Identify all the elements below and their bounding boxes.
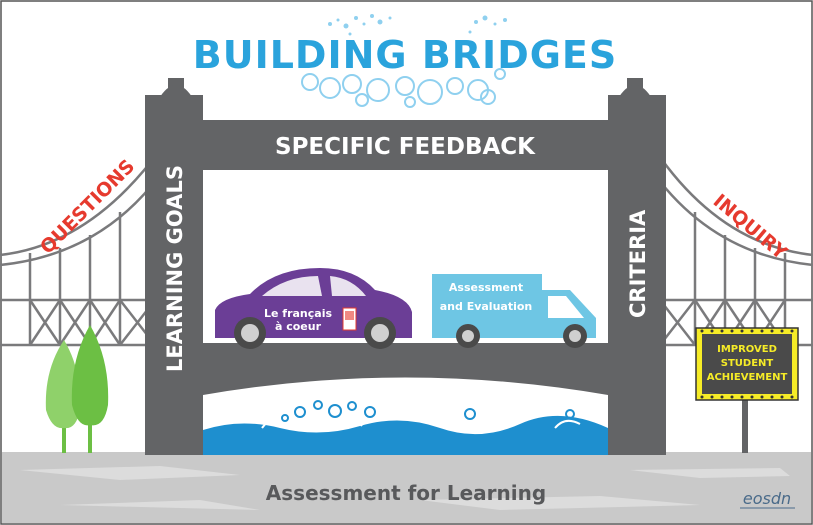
logo-text: eosdn	[743, 489, 791, 508]
sign-text-line1: IMPROVED	[717, 344, 777, 355]
left-tower-label: LEARNING GOALS	[163, 165, 187, 372]
title-dots	[328, 14, 507, 36]
right-tower-label: CRITERIA	[626, 209, 650, 318]
top-beam-label: SPECIFIC FEEDBACK	[275, 134, 536, 160]
van	[432, 274, 596, 348]
sign-text-line2: STUDENT	[721, 358, 774, 369]
ground-label: Assessment for Learning	[266, 481, 546, 505]
title-bubbles	[301, 68, 506, 108]
left-tower	[145, 78, 203, 455]
car-text-line1: Le français	[264, 307, 332, 320]
ground	[2, 452, 811, 523]
top-beam	[180, 120, 630, 170]
right-tower	[608, 78, 666, 455]
bridge-deck-arch	[203, 343, 608, 395]
car-text-line2: à coeur	[275, 320, 322, 333]
achievement-sign	[695, 327, 799, 453]
ground-texture	[20, 466, 790, 510]
title-text: BUILDING BRIDGES	[193, 33, 618, 77]
sign-text-line3: ACHIEVEMENT	[707, 372, 788, 383]
car	[215, 268, 412, 349]
van-text-line1: Assessment	[449, 281, 523, 294]
logo: eosdn	[740, 489, 795, 509]
left-suspension	[0, 149, 162, 347]
water	[203, 400, 608, 455]
van-text-line2: and Evaluation	[440, 300, 533, 313]
trees	[45, 325, 109, 453]
